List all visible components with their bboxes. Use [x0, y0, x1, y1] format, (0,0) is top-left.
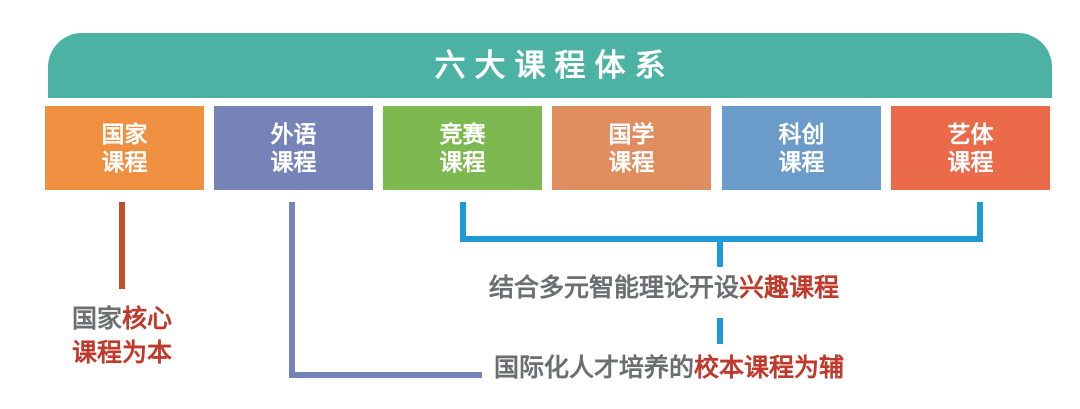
connector-foreign-horizontal	[289, 372, 482, 378]
course-box-national[interactable]: 国家 课程	[45, 106, 204, 190]
course-box-sinology-line1: 国学	[608, 120, 655, 147]
course-box-contest-line2: 课程	[439, 149, 486, 175]
course-box-contest-line1: 竞赛	[439, 120, 486, 147]
course-box-national-line2: 课程	[101, 149, 148, 175]
course-box-foreign-line2: 课程	[270, 149, 317, 175]
course-box-art-sport[interactable]: 艺体 课程	[891, 106, 1050, 190]
annotation-national-core: 国家核心 课程为本	[72, 303, 172, 371]
annotation-national-core-line2: 课程为本	[72, 338, 173, 367]
connector-bracket-left	[460, 202, 466, 242]
connector-bracket-right	[977, 202, 983, 242]
annotation-school-based-course: 国际化人才培养的校本课程为辅	[494, 352, 844, 386]
page-title: 六大课程体系	[434, 48, 675, 83]
annotation-interest-course: 结合多元智能理论开设兴趣课程	[489, 272, 839, 306]
course-box-innovation-line1: 科创	[778, 120, 825, 147]
annotation-national-core-plain: 国家	[72, 305, 123, 333]
annotation-interest-highlight: 兴趣课程	[739, 274, 840, 302]
connector-foreign-vertical	[289, 202, 295, 378]
title-banner: 六大课程体系	[48, 33, 1052, 98]
course-box-foreign[interactable]: 外语 课程	[214, 106, 373, 190]
course-box-art-sport-line2: 课程	[947, 149, 994, 175]
connector-interest-to-school	[717, 318, 723, 344]
connector-bracket-horizontal	[460, 236, 983, 242]
course-box-innovation[interactable]: 科创 课程	[722, 106, 881, 190]
course-box-innovation-line2: 课程	[778, 149, 825, 175]
course-box-art-sport-line1: 艺体	[947, 120, 994, 147]
course-box-national-line1: 国家	[101, 120, 148, 147]
course-box-contest[interactable]: 竞赛 课程	[383, 106, 542, 190]
course-box-foreign-line1: 外语	[270, 120, 317, 147]
annotation-school-based-highlight: 校本课程为辅	[694, 354, 845, 382]
course-box-sinology[interactable]: 国学 课程	[552, 106, 711, 190]
annotation-interest-plain: 结合多元智能理论开设	[489, 274, 740, 302]
annotation-national-core-line1: 国家核心	[72, 303, 172, 337]
annotation-national-core-highlight1: 核心	[122, 305, 173, 333]
connector-bracket-stem	[717, 240, 723, 267]
connector-national-vertical	[119, 202, 125, 289]
annotation-school-based-plain: 国际化人才培养的	[494, 354, 695, 382]
course-box-sinology-line2: 课程	[608, 149, 655, 175]
